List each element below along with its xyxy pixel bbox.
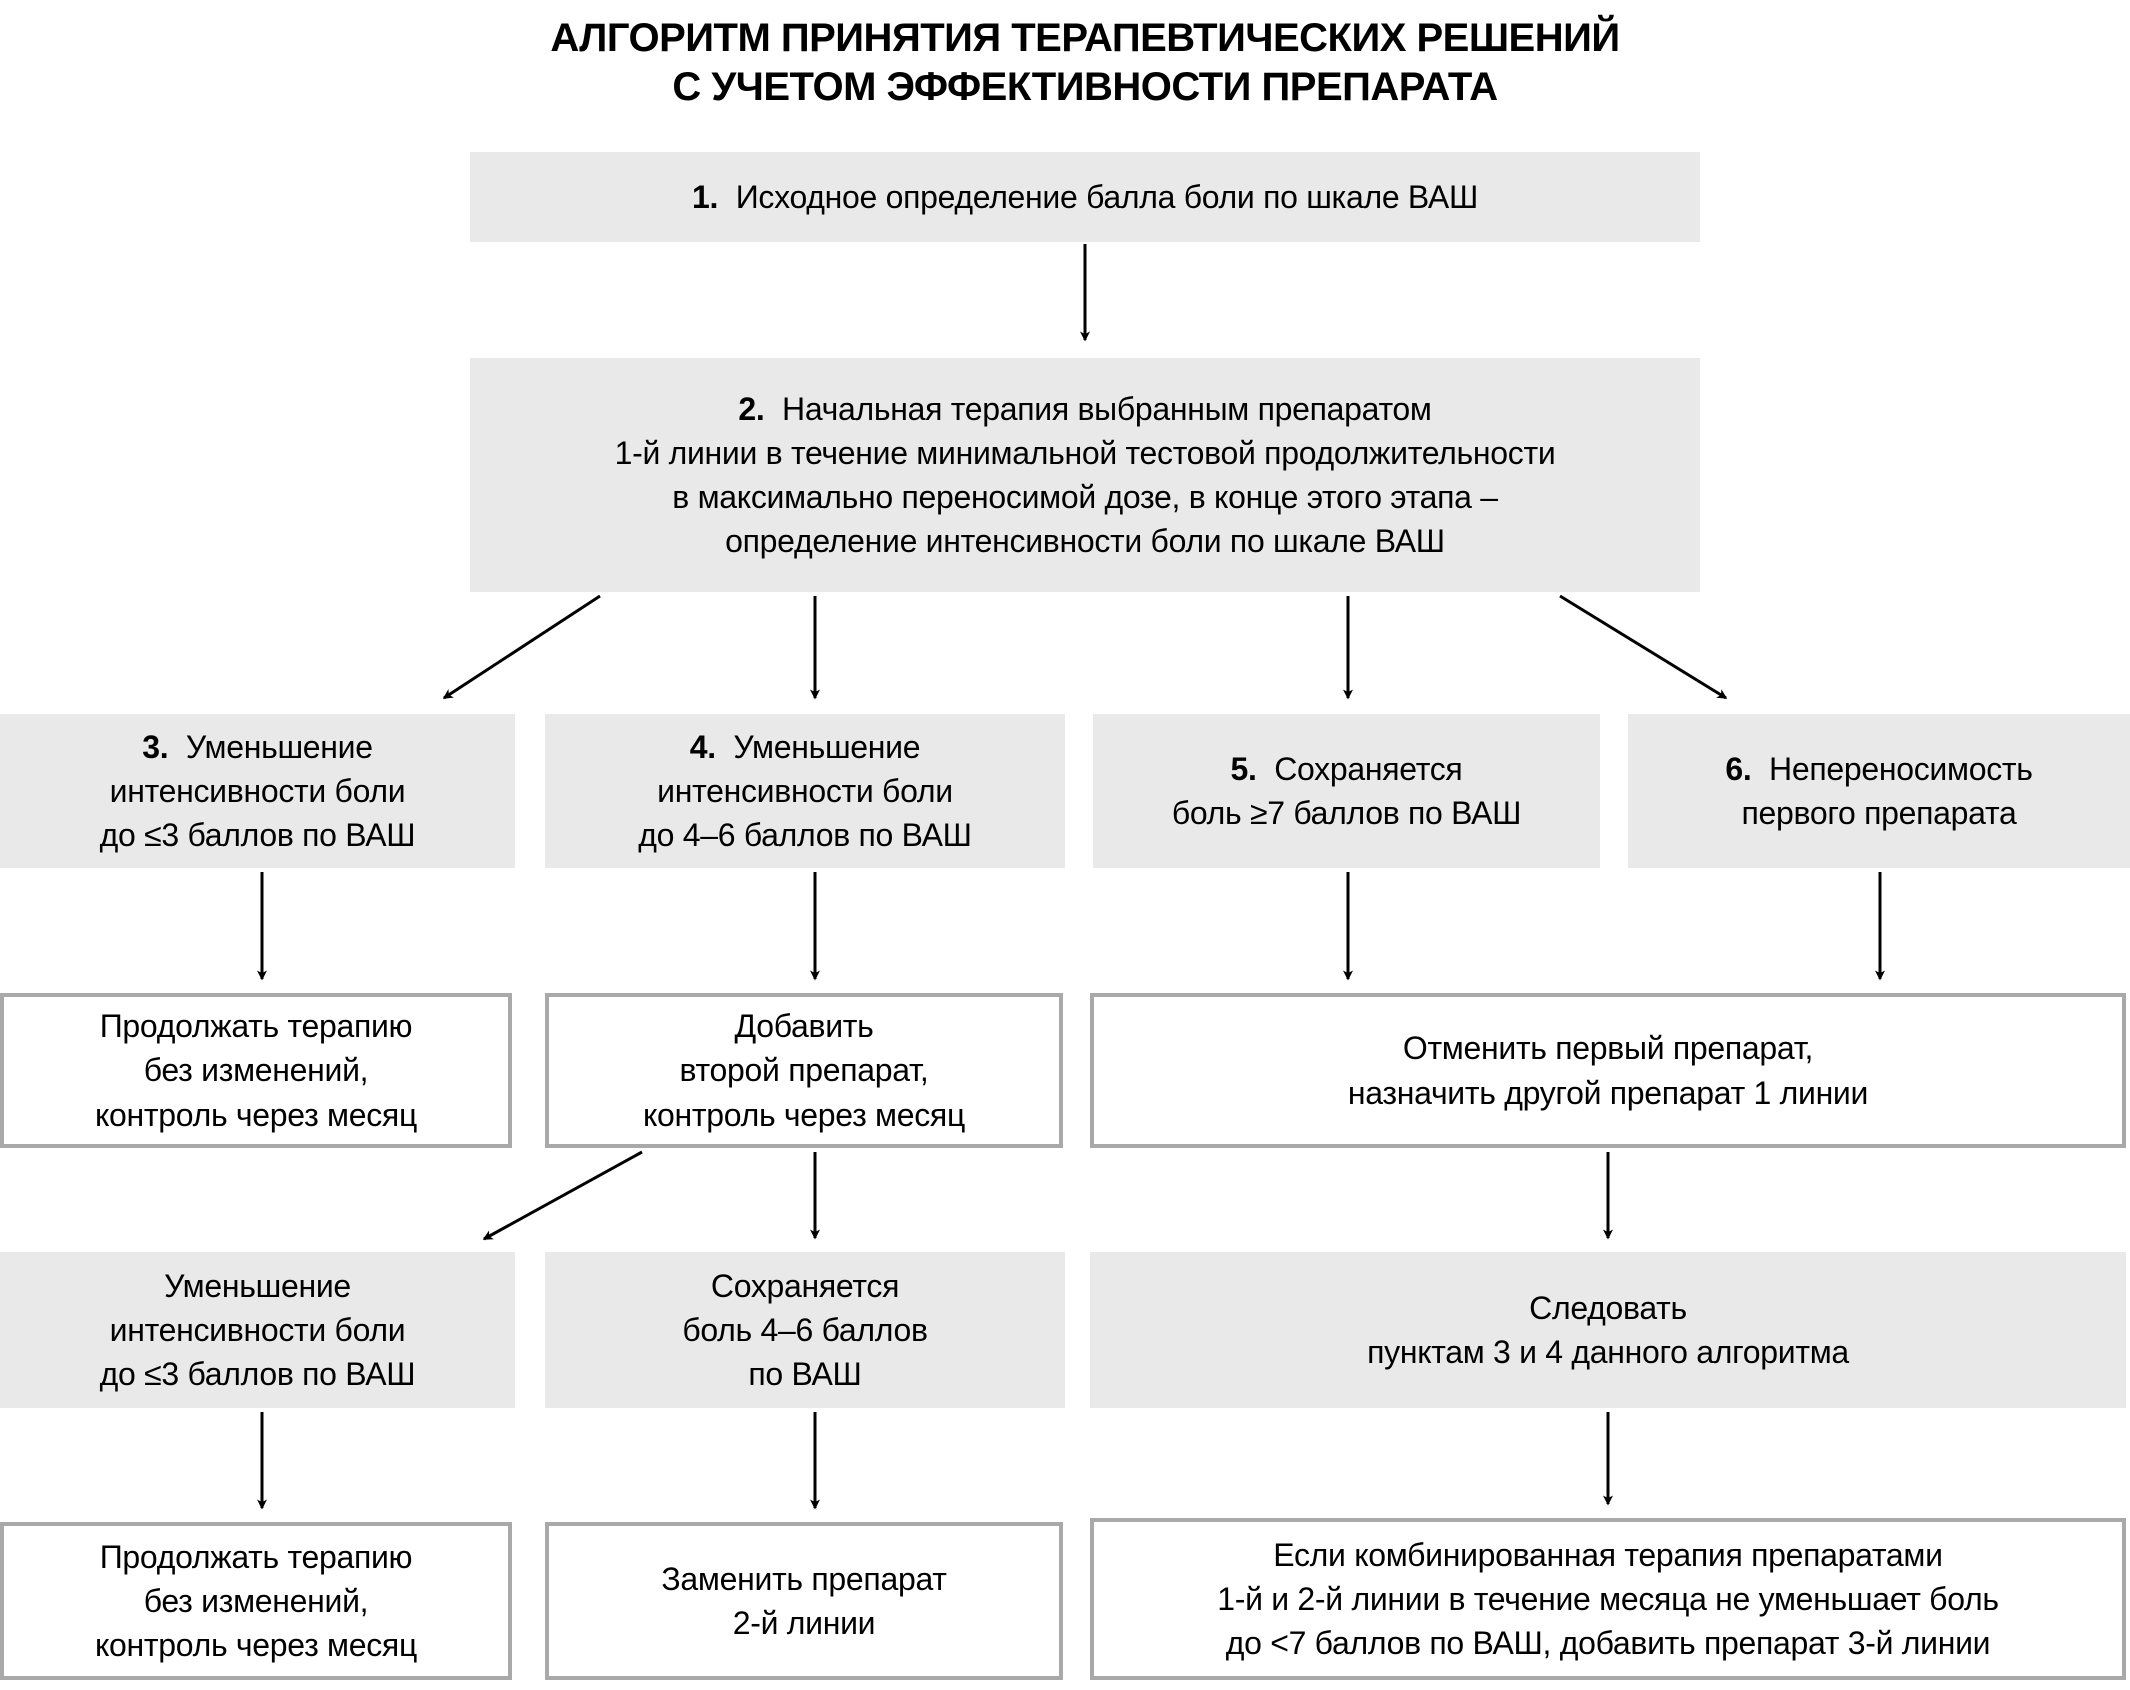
node-outcome56: Отменить первый препарат, назначить друг… xyxy=(1090,993,2126,1148)
node-follow34: Следовать пунктам 3 и 4 данного алгоритм… xyxy=(1090,1252,2126,1408)
step2-label-rest: 1-й линии в течение минимальной тестовой… xyxy=(614,434,1556,560)
flowchart-title: АЛГОРИТМ ПРИНЯТИЯ ТЕРАПЕВТИЧЕСКИХ РЕШЕНИ… xyxy=(550,16,1620,109)
step2-label-line1: Начальная терапия выбранным препаратом xyxy=(782,390,1432,427)
node-outcome4: Добавить второй препарат, контроль через… xyxy=(545,993,1063,1148)
node-step3: 3. Уменьшение интенсивности боли до ≤3 ба… xyxy=(0,714,515,868)
step5-number: 5. xyxy=(1230,750,1257,787)
node-step4: 4. Уменьшение интенсивности боли до 4–6 б… xyxy=(545,714,1065,868)
node-step5: 5. Сохраняется боль ≥7 баллов по ВАШ xyxy=(1093,714,1600,868)
node-step2-line1: 2. Начальная терапия выбранным препаратом xyxy=(738,387,1432,431)
reassess-low-label: Уменьшение интенсивности боли до ≤3 балл… xyxy=(99,1267,416,1393)
step1-number: 1. xyxy=(692,178,719,215)
arrow-step2-step3 xyxy=(442,594,601,700)
step4-label-line1: Уменьшение xyxy=(733,728,921,765)
follow34-label: Следовать пунктам 3 и 4 данного алгоритм… xyxy=(1367,1289,1849,1370)
step3-number: 3. xyxy=(142,728,169,765)
node-final-continue: Продолжать терапию без изменений, контро… xyxy=(0,1522,512,1680)
step5-label-line1: Сохраняется xyxy=(1274,750,1463,787)
node-step6: 6. Непереносимость первого препарата xyxy=(1628,714,2130,868)
step2-number: 2. xyxy=(738,390,765,427)
outcome4-label: Добавить второй препарат, контроль через… xyxy=(643,1008,965,1133)
step6-label-rest: первого препарата xyxy=(1741,795,2017,831)
step6-number: 6. xyxy=(1725,750,1752,787)
final-addline3-label: Если комбинированная терапия препаратами… xyxy=(1217,1536,1999,1662)
arrow-step2-step6 xyxy=(1559,594,1728,700)
node-step2: 2. Начальная терапия выбранным препаратом… xyxy=(470,358,1700,592)
node-step1-text: 1. Исходное определение балла боли по шка… xyxy=(692,175,1478,219)
step4-number: 4. xyxy=(689,728,716,765)
node-final-replace: Заменить препарат 2-й линии xyxy=(545,1522,1063,1680)
final-continue-label: Продолжать терапию без изменений, контро… xyxy=(95,1538,417,1664)
node-step3-line1: 3. Уменьшение xyxy=(142,725,373,769)
outcome56-label: Отменить первый препарат, назначить друг… xyxy=(1347,1030,1869,1111)
step1-label: Исходное определение балла боли по шкале… xyxy=(735,178,1479,215)
step4-label-rest: интенсивности боли до 4–6 баллов по ВАШ xyxy=(638,772,972,854)
node-step1: 1. Исходное определение балла боли по шка… xyxy=(470,152,1700,242)
step3-label-rest: интенсивности боли до ≤3 баллов по ВАШ xyxy=(99,772,416,854)
node-step4-line1: 4. Уменьшение xyxy=(690,725,921,769)
node-reassess-mid: Сохраняется боль 4–6 баллов по ВАШ xyxy=(545,1252,1065,1408)
final-replace-label: Заменить препарат 2-й линии xyxy=(661,1560,947,1641)
arrow-outcome4-reassess-low xyxy=(482,1150,643,1241)
step5-label-rest: боль ≥7 баллов по ВАШ xyxy=(1171,795,1522,831)
step3-label-line1: Уменьшение xyxy=(185,728,373,765)
step6-label-line1: Непереносимость xyxy=(1769,750,2033,787)
reassess-mid-label: Сохраняется боль 4–6 баллов по ВАШ xyxy=(682,1267,928,1393)
node-step6-line1: 6. Непереносимость xyxy=(1725,747,2033,791)
node-final-addline3: Если комбинированная терапия препаратами… xyxy=(1090,1518,2126,1680)
outcome3-label: Продолжать терапию без изменений, контро… xyxy=(95,1008,417,1133)
node-reassess-low: Уменьшение интенсивности боли до ≤3 балл… xyxy=(0,1252,515,1408)
node-outcome3: Продолжать терапию без изменений, контро… xyxy=(0,993,512,1148)
node-step5-line1: 5. Сохраняется xyxy=(1231,747,1463,791)
